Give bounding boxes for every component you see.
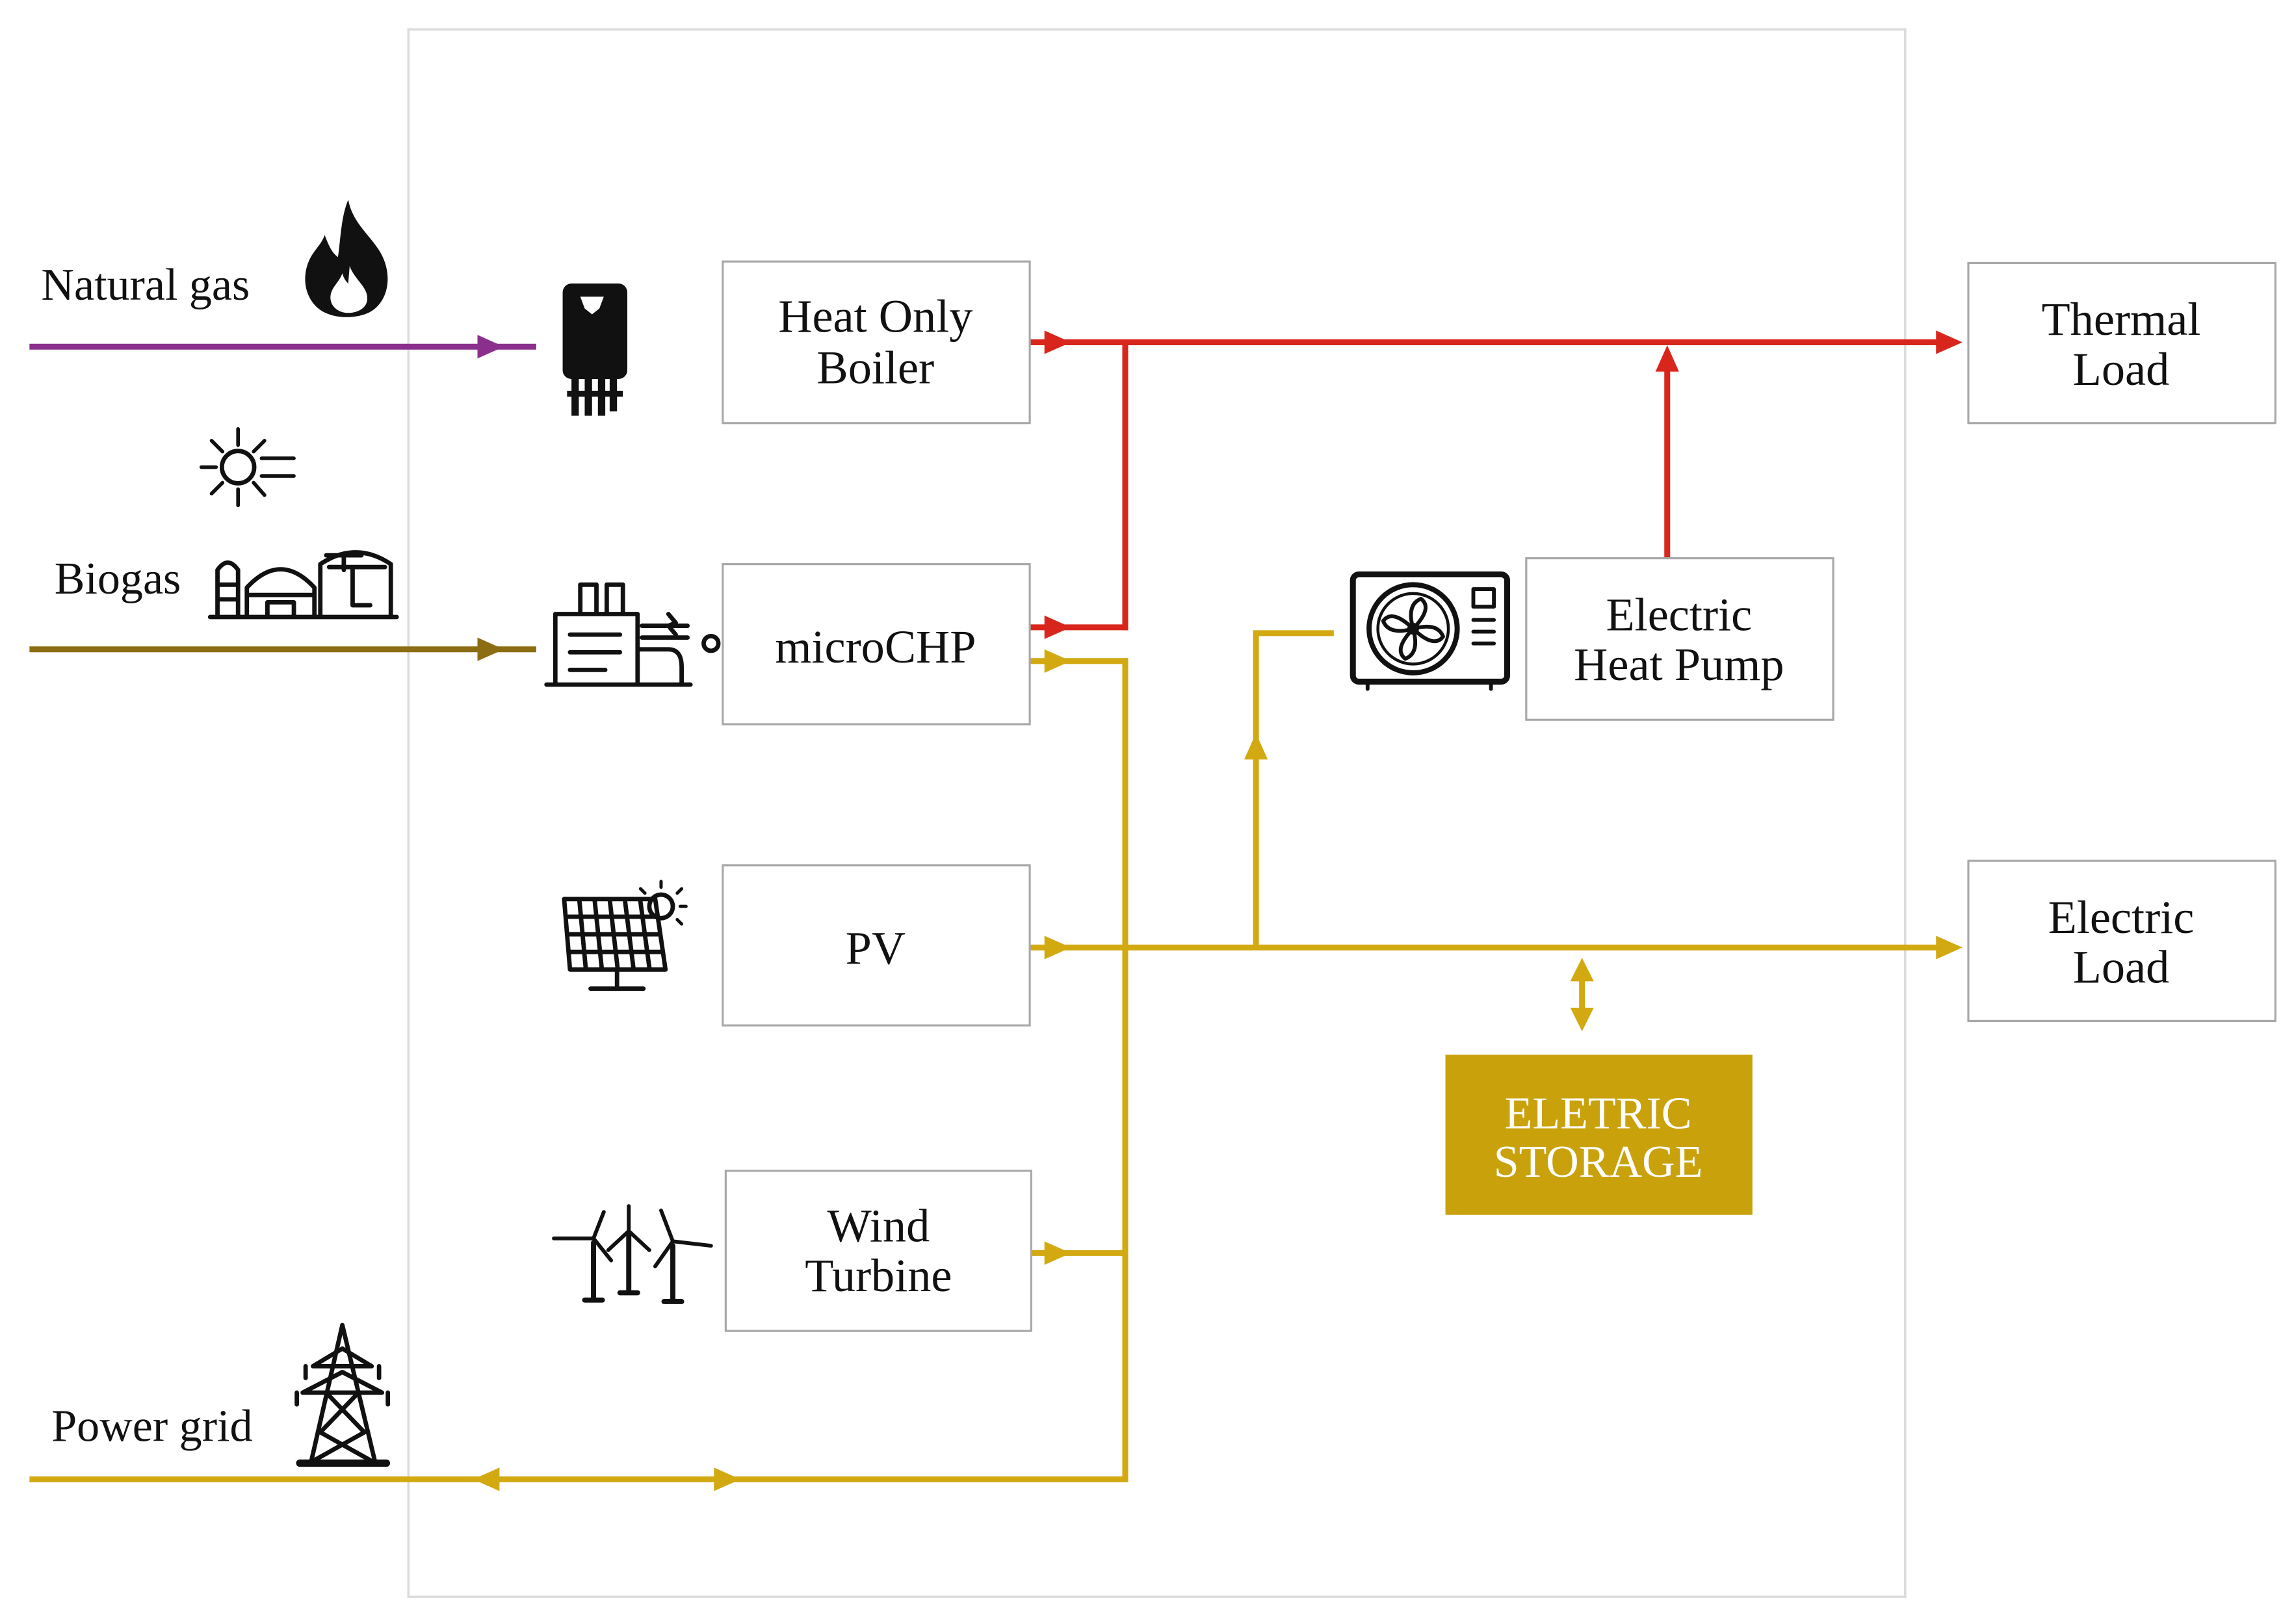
electric-storage-label-line2: STORAGE: [1494, 1137, 1703, 1187]
heat-pump-unit-icon: [1350, 571, 1510, 691]
thermal-load-label-line1: Thermal: [2042, 293, 2201, 345]
biogas-arrowhead: [477, 637, 504, 661]
biogas-label: Biogas: [55, 554, 181, 604]
thermal-load-label-line2: Load: [2073, 343, 2170, 395]
sun-icon: [199, 426, 296, 508]
solar-panel-icon-sun: [647, 892, 675, 921]
electric-heat-pump-label-line1: Electric: [1606, 588, 1752, 640]
wind-turbines-icon: [552, 1204, 713, 1304]
heat-only-boiler-label-line1: Heat Only: [778, 291, 972, 343]
heat-pump-heat-arrowhead: [1655, 345, 1679, 372]
boiler-icon-emblem: [580, 296, 604, 315]
flame-icon: [305, 200, 388, 317]
pv-label: PV: [846, 922, 906, 974]
grid-import-arrowhead: [714, 1467, 740, 1491]
natural-gas-arrowhead: [477, 335, 504, 359]
heat-only-boiler-box: Heat Only Boiler: [722, 260, 1031, 425]
chp-plant-icon: [544, 582, 721, 687]
chp-plant-icon-outline: [544, 582, 693, 687]
heat-pump-supply-arrowhead: [1244, 733, 1268, 760]
heat-pump-unit-icon-casing: [1350, 571, 1510, 685]
electric-storage-label-line1: ELETRIC: [1505, 1088, 1692, 1138]
pv-box: PV: [722, 864, 1031, 1027]
electric-load-arrowhead: [1936, 936, 1963, 960]
heat-pump-unit-icon-fan-ring: [1366, 582, 1460, 675]
wind-turbine-label-line2: Turbine: [805, 1250, 952, 1302]
microchp-label: microCHP: [775, 621, 976, 673]
storage-charge-arrowhead: [1570, 958, 1594, 982]
electric-load-box: Electric Load: [1967, 859, 2276, 1022]
heat-pump-unit-icon-panel: [1365, 587, 1496, 691]
biogas-plant-icon-outline: [207, 550, 399, 620]
heat-pump-unit-icon-fan-guard: [1376, 592, 1450, 666]
electric-heat-pump-frame: [1525, 557, 1834, 721]
heat-pump-unit-icon-fan-hub: [1407, 623, 1419, 635]
solar-panel-icon: [562, 880, 688, 991]
wind-turbine-frame: [724, 1170, 1032, 1332]
sun-icon-disc: [219, 449, 257, 486]
chp-plant-icon-flame: [701, 634, 721, 653]
heat-pump-electric-supply-line: [1253, 630, 1334, 948]
electric-storage-box: ELETRIC STORAGE: [1445, 1055, 1753, 1215]
thermal-load-box: Thermal Load: [1967, 261, 2276, 425]
boiler-icon: [562, 283, 627, 416]
thermal-load-arrowhead: [1936, 330, 1963, 354]
chp-electric-arrowhead: [1044, 649, 1071, 673]
power-grid-label: Power grid: [51, 1402, 252, 1452]
biogas-plant-icon: [207, 550, 399, 620]
electric-storage-fill: [1445, 1055, 1753, 1215]
solar-panel-icon-panel: [562, 897, 668, 991]
boiler-icon-pipes: [567, 378, 623, 416]
electric-load-label-line1: Electric: [2048, 891, 2195, 943]
storage-discharge-arrowhead: [1570, 1008, 1594, 1032]
sun-icon-rays: [199, 426, 296, 508]
wind-turbine-label-line1: Wind: [828, 1200, 930, 1252]
chp-heat-arrowhead: [1044, 615, 1071, 639]
electric-load-frame: [1967, 859, 2276, 1022]
thermal-load-frame: [1967, 261, 2276, 425]
electric-heat-pump-box: Electric Heat Pump: [1525, 557, 1834, 721]
power-pylon-icon-structure: [294, 1322, 391, 1463]
pv-frame: [722, 864, 1031, 1027]
pv-electric-arrowhead: [1044, 936, 1071, 960]
wind-turbines-icon-towers: [582, 1233, 685, 1304]
natural-gas-label: Natural gas: [41, 260, 250, 310]
boiler-icon-body: [562, 283, 627, 379]
heat-only-boiler-frame: [722, 260, 1031, 425]
wind-turbines-icon-blades: [552, 1204, 713, 1268]
electric-heat-pump-label-line2: Heat Pump: [1574, 638, 1784, 690]
flame-icon-outer: [305, 200, 388, 317]
power-pylon-icon: [294, 1322, 391, 1467]
wind-turbine-box: Wind Turbine: [724, 1170, 1032, 1332]
electric-load-label-line2: Load: [2073, 941, 2170, 993]
wind-electric-arrowhead: [1044, 1241, 1071, 1265]
microchp-frame: [722, 563, 1031, 726]
heat-pump-unit-icon-fan-blades: [1381, 597, 1445, 661]
grid-export-arrowhead: [473, 1467, 500, 1491]
microchp-box: microCHP: [722, 563, 1031, 726]
flame-icon-inner: [330, 265, 368, 313]
heat-only-boiler-label-line2: Boiler: [816, 342, 934, 394]
solar-panel-icon-sun-rays: [638, 880, 688, 926]
system-boundary: [407, 28, 1907, 1598]
boiler-heat-arrowhead: [1044, 330, 1071, 354]
